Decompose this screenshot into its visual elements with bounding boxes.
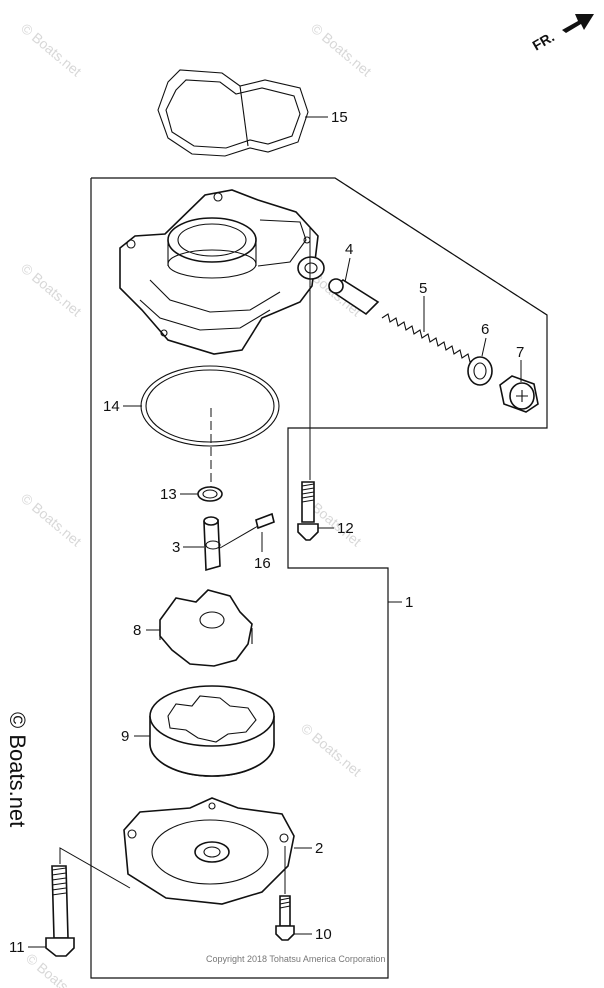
gasket-part-15 — [157, 69, 309, 157]
callout-10: 10 — [315, 926, 332, 943]
shaft-part-3 — [203, 516, 221, 572]
relief-valve-part-4 — [328, 278, 380, 316]
callout-1: 1 — [405, 594, 413, 611]
front-direction-indicator: FR. — [530, 14, 594, 54]
callout-12: 12 — [337, 520, 354, 537]
callout-5: 5 — [419, 280, 427, 297]
callout-6: 6 — [481, 321, 489, 338]
bolt-part-10 — [275, 895, 295, 941]
watermark-text: © Boats.net — [308, 20, 375, 79]
washer-part-6 — [467, 356, 493, 386]
callout-15: 15 — [331, 109, 348, 126]
leader-lines — [28, 116, 522, 948]
spring-part-5 — [381, 313, 479, 367]
o-ring-part-14 — [140, 365, 280, 447]
small-o-ring-part-13 — [197, 486, 223, 502]
callout-2: 2 — [315, 840, 323, 857]
pump-cover-part-2 — [123, 797, 295, 905]
watermark-text: © Boats.net — [18, 20, 85, 79]
plug-part-7 — [499, 375, 539, 413]
long-bolt-part-11 — [45, 865, 75, 957]
outer-rotor-part-9 — [149, 685, 275, 777]
inner-rotor-part-8 — [159, 589, 253, 667]
callout-7: 7 — [516, 344, 524, 361]
bolt-part-12 — [297, 481, 319, 541]
assembly-frame — [90, 177, 548, 979]
watermark-text: © Boats.net — [298, 720, 365, 779]
callout-labels: 15 4 5 6 7 14 13 12 3 16 1 8 9 2 10 11 — [9, 109, 524, 956]
pump-body — [119, 189, 325, 355]
front-arrow-icon — [562, 14, 594, 33]
callout-13: 13 — [160, 486, 177, 503]
side-watermark: © Boats.net — [5, 712, 30, 827]
front-label: FR. — [530, 28, 558, 53]
callout-11: 11 — [9, 939, 25, 956]
watermark-text: © Boats.net — [18, 260, 85, 319]
watermark-text: © Boats.net — [18, 490, 85, 549]
callout-14: 14 — [103, 398, 120, 415]
copyright-text: Copyright 2018 Tohatsu America Corporati… — [206, 954, 385, 964]
callout-16: 16 — [254, 555, 271, 572]
callout-8: 8 — [133, 622, 141, 639]
callout-9: 9 — [121, 728, 129, 745]
pin-part-16 — [255, 512, 275, 530]
callout-3: 3 — [172, 539, 180, 556]
callout-4: 4 — [345, 241, 353, 258]
